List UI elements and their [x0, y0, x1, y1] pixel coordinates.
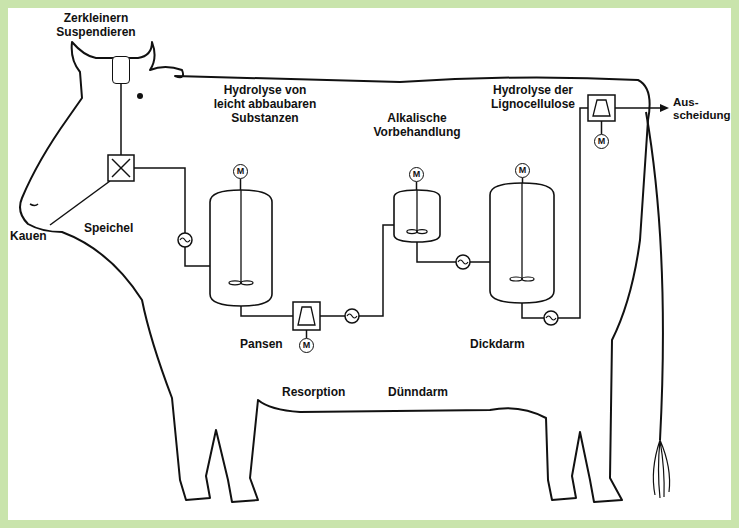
reactor-vessel: Alkalische Vorbehandlung — [394, 190, 440, 242]
cow-outline — [20, 42, 650, 502]
stirrer-blade — [241, 281, 253, 285]
stage-heading: Zerkleinern Suspendieren — [51, 12, 141, 40]
stirrer-blade — [407, 230, 417, 234]
vessel-outline — [210, 190, 272, 306]
motor-letter: M — [237, 167, 245, 176]
motor-letter: M — [598, 137, 606, 146]
motor-letter: M — [519, 166, 527, 175]
motor-symbol: M — [299, 338, 314, 353]
process-line — [614, 107, 662, 109]
process-line — [417, 242, 490, 262]
stirrer-shaft — [416, 190, 417, 232]
heat-exchanger-symbol — [544, 311, 558, 325]
cow-eye — [137, 93, 143, 99]
process-line — [416, 182, 418, 190]
stirrer-shaft — [521, 183, 522, 279]
stage-heading: Hydrolyse von leicht abbaubaren Substanz… — [209, 84, 321, 125]
leader-line — [50, 181, 110, 225]
motor-symbol: M — [233, 164, 248, 179]
heat-exchanger-symbol — [456, 255, 470, 269]
stage-heading: Alkalische Vorbehandlung — [367, 112, 467, 140]
reactor-vessel: Hydrolyse der Lignocellulose — [490, 183, 554, 303]
background-panel — [8, 8, 731, 520]
process-label: Resorption — [282, 386, 345, 400]
vessel-outline — [490, 183, 554, 303]
heat-exchanger-symbol — [345, 309, 359, 323]
reactor-vessel: Hydrolyse von leicht abbaubaren Substanz… — [210, 190, 272, 306]
action-label: Kauen — [10, 230, 47, 244]
vessel-wall — [394, 190, 440, 242]
organ-label: Dickdarm — [470, 338, 525, 352]
motor-symbol: M — [515, 163, 530, 178]
stirrer-blade — [522, 277, 534, 281]
process-line — [240, 179, 242, 190]
organ-label: Dünndarm — [388, 386, 448, 400]
output-label: Aus- scheidung — [673, 96, 733, 122]
separator-symbol — [293, 302, 320, 338]
stirrer-shaft — [240, 190, 241, 283]
stage-heading: Hydrolyse der Lignocellulose — [483, 84, 583, 112]
vessel-wall — [490, 183, 554, 303]
motor-letter: M — [413, 170, 421, 179]
stirrer-blade — [510, 277, 522, 281]
cow-tail — [646, 112, 663, 440]
mixer-symbol — [108, 155, 134, 181]
motor-symbol: M — [594, 134, 609, 149]
stirrer-blade — [417, 230, 427, 234]
separator-symbol — [588, 95, 615, 134]
tail-tassel — [653, 440, 669, 498]
heat-exchanger-symbol — [178, 233, 192, 247]
arrowhead — [660, 104, 669, 112]
organ-label: Pansen — [240, 338, 283, 352]
cow-nostril — [30, 204, 38, 206]
motor-letter: M — [303, 341, 311, 350]
vessel-wall — [210, 190, 272, 306]
head-box: Zerkleinern Suspendieren — [112, 56, 130, 84]
fluid-label: Speichel — [84, 222, 133, 236]
stirrer-blade — [229, 281, 241, 285]
vessel-outline — [394, 190, 440, 242]
motor-symbol: M — [409, 167, 424, 182]
